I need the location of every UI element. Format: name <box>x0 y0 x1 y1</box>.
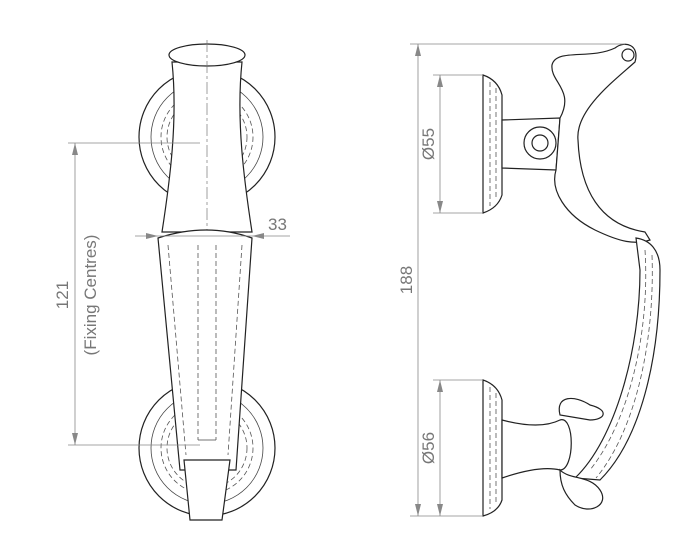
dimension-bottom-rose: Ø56 <box>419 379 483 516</box>
dimension-fixing-centres: 121 (Fixing Centres) <box>53 142 200 446</box>
width-value: 33 <box>268 215 287 234</box>
front-view: 121 (Fixing Centres) 33 <box>53 40 290 521</box>
fixing-centres-caption: (Fixing Centres) <box>81 235 100 356</box>
bottom-rose-diameter: Ø56 <box>419 432 438 464</box>
overall-height-value: 188 <box>397 266 416 294</box>
knocker-lower-handle <box>157 229 253 521</box>
knocker-upper-body <box>161 40 253 233</box>
knocker-arm <box>551 43 661 481</box>
bottom-rose-side <box>482 379 604 517</box>
fixing-centres-value: 121 <box>53 281 72 309</box>
side-view: 188 Ø55 Ø56 <box>397 43 661 517</box>
top-rose-diameter: Ø55 <box>419 128 438 160</box>
top-rose-side <box>482 74 561 214</box>
dimension-overall-height: 188 <box>397 43 625 517</box>
dimension-top-rose: Ø55 <box>419 74 483 214</box>
dimension-width: 33 <box>135 215 290 239</box>
